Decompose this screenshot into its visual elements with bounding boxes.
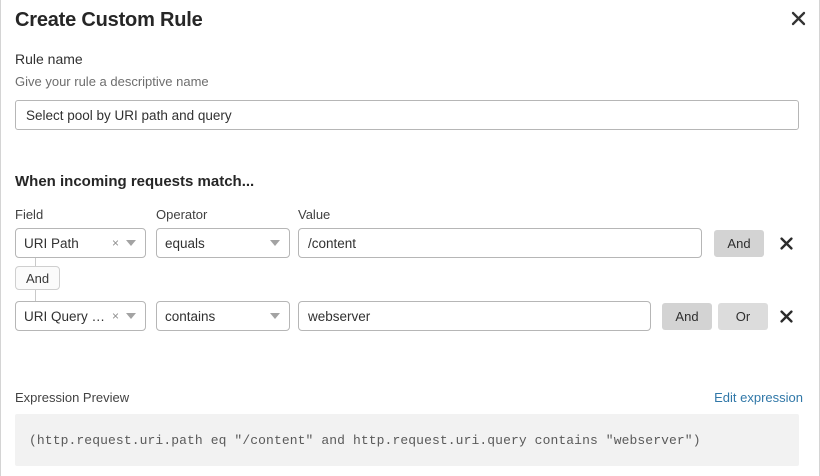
- clear-icon[interactable]: ×: [111, 236, 119, 250]
- rule-name-input[interactable]: [15, 100, 799, 130]
- field-select-2-value: URI Query St...: [24, 308, 112, 324]
- delete-icon: [779, 236, 793, 250]
- condition-row: URI Path × equals And: [1, 228, 819, 258]
- column-header-field: Field: [15, 207, 44, 222]
- close-glyph: [791, 11, 805, 25]
- delete-row-button-2[interactable]: [775, 305, 797, 327]
- field-select-1[interactable]: URI Path ×: [15, 228, 146, 258]
- operator-select-2-value: contains: [165, 308, 216, 324]
- delete-row-button-1[interactable]: [775, 232, 797, 254]
- expression-preview-text: (http.request.uri.path eq "/content" and…: [29, 432, 701, 448]
- close-icon[interactable]: [786, 6, 810, 30]
- rule-name-label: Rule name: [15, 51, 83, 67]
- page-title: Create Custom Rule: [15, 9, 203, 31]
- column-header-value: Value: [298, 207, 331, 222]
- row-connector: And: [15, 258, 135, 302]
- and-button-2[interactable]: And: [662, 303, 712, 330]
- and-button-1[interactable]: And: [714, 230, 764, 257]
- chevron-down-icon: [270, 313, 280, 319]
- delete-icon: [779, 309, 793, 323]
- chevron-down-icon: [270, 240, 280, 246]
- clear-icon[interactable]: ×: [111, 309, 119, 323]
- field-select-1-value: URI Path: [24, 235, 79, 251]
- match-section-heading: When incoming requests match...: [15, 173, 255, 190]
- rule-name-help-text: Give your rule a descriptive name: [15, 74, 209, 89]
- operator-select-1[interactable]: equals: [156, 228, 290, 258]
- value-input-2[interactable]: [298, 301, 651, 331]
- condition-row: URI Query St... × contains And Or: [1, 301, 819, 331]
- value-input-1[interactable]: [298, 228, 702, 258]
- column-header-operator: Operator: [156, 207, 208, 222]
- operator-select-1-value: equals: [165, 235, 205, 251]
- chevron-down-icon: [126, 313, 136, 319]
- connector-and-badge[interactable]: And: [15, 266, 61, 290]
- field-select-2[interactable]: URI Query St... ×: [15, 301, 146, 331]
- edit-expression-link[interactable]: Edit expression: [714, 390, 803, 405]
- expression-preview-label: Expression Preview: [15, 390, 130, 405]
- expression-preview-box: (http.request.uri.path eq "/content" and…: [15, 414, 799, 466]
- chevron-down-icon: [126, 240, 136, 246]
- operator-select-2[interactable]: contains: [156, 301, 290, 331]
- or-button-2[interactable]: Or: [718, 303, 768, 330]
